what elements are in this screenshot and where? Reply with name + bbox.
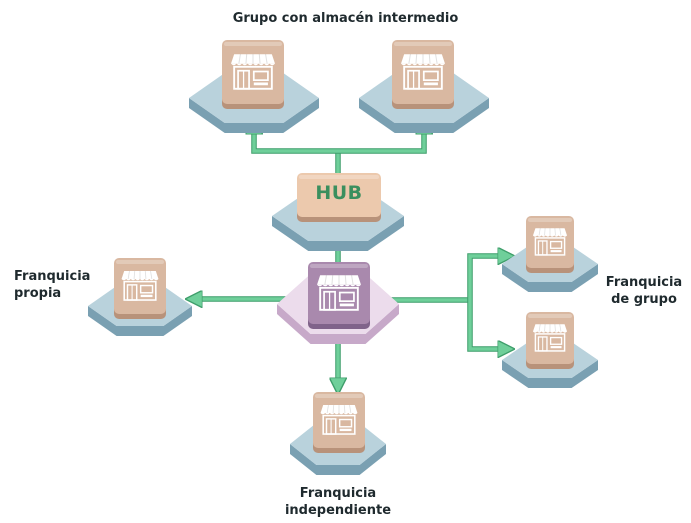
own-franchise-store — [114, 258, 166, 319]
independent-label-line2: independiente — [284, 503, 392, 518]
group-warehouse-label: Grupo con almacén intermedio — [232, 11, 459, 26]
group-franchise-label-line2: de grupo — [611, 292, 677, 307]
own-franchise-label: Franquicia propia — [14, 268, 90, 302]
group-franchise-top-store — [526, 216, 574, 273]
hub-tile — [297, 173, 381, 222]
connector-group-franchise-bottom — [467, 300, 508, 352]
group-franchise-bottom-store — [526, 312, 574, 369]
connector-group-franchise-top — [467, 253, 508, 300]
connector-lines — [192, 124, 508, 388]
independent-label-line1: Franquicia — [299, 486, 377, 501]
own-franchise-label-line2: propia — [14, 286, 62, 301]
independent-store — [313, 392, 365, 453]
warehouse-left-store — [222, 40, 284, 109]
own-franchise-label-line1: Franquicia — [14, 269, 91, 284]
independent-franchise-label: Franquicia independiente — [268, 485, 408, 519]
center-store — [308, 262, 370, 329]
group-franchise-label-line1: Franquicia — [605, 275, 683, 290]
hub-label: HUB — [315, 182, 363, 204]
group-franchise-label: Franquicia de grupo — [602, 274, 686, 308]
warehouse-right-store — [392, 40, 454, 109]
